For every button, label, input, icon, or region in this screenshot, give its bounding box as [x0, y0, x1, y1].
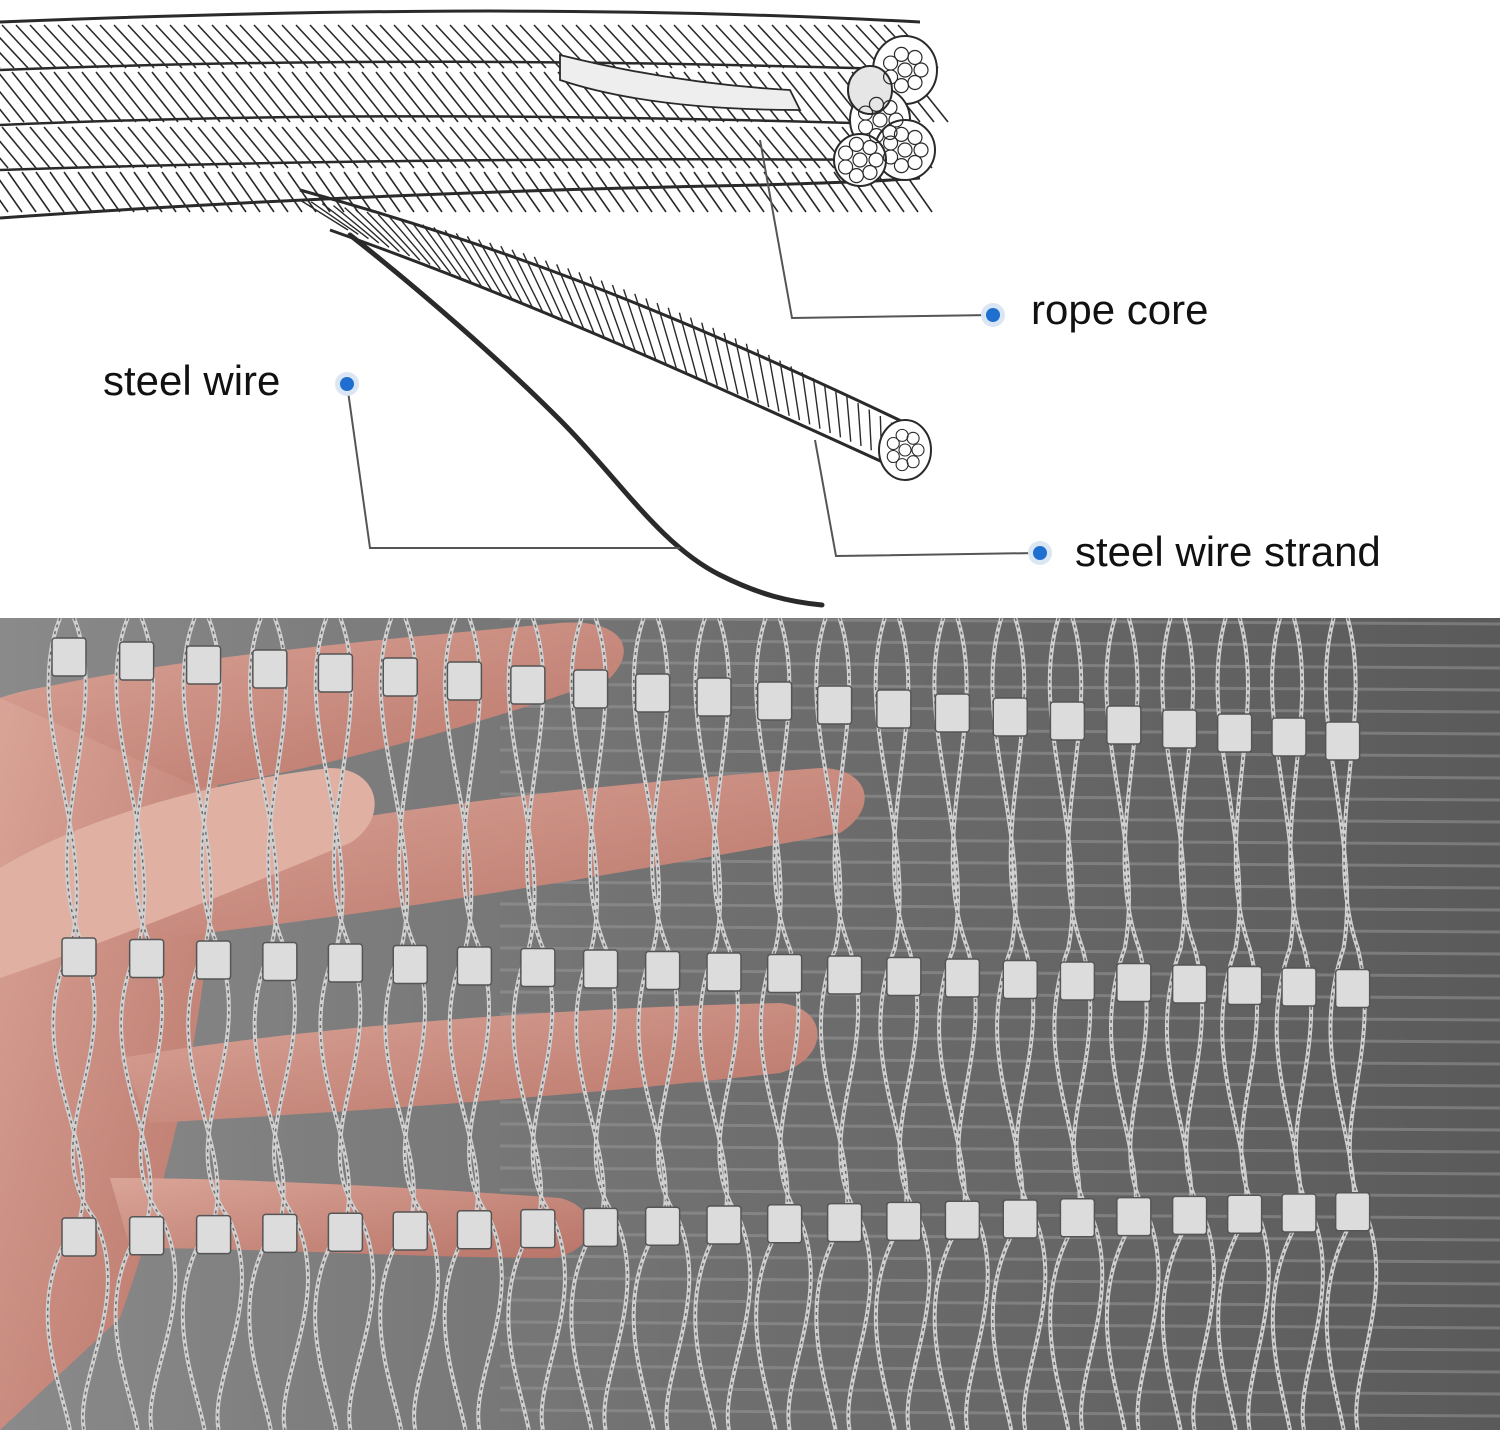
single-steel-wire — [347, 232, 825, 608]
rope-end-wires — [837, 46, 929, 184]
leader-steel-wire-strand — [814, 439, 1039, 558]
thumb — [0, 768, 375, 978]
rope-end — [833, 35, 938, 187]
separated-strand — [299, 188, 932, 481]
label-steel-wire-strand: steel wire strand — [1075, 528, 1381, 575]
label-steel-wire: steel wire — [103, 357, 281, 404]
hand — [0, 622, 865, 1430]
rope-strand-outline-top — [0, 9, 921, 24]
leader-rope-core — [759, 139, 994, 320]
leader-lines — [346, 139, 1039, 558]
mesh-photo — [0, 618, 1500, 1430]
wire-rope-diagram — [0, 0, 1500, 618]
rope-strand-divider-3 — [0, 158, 921, 172]
label-rope-core: rope core — [1031, 286, 1209, 333]
finger-ring — [120, 1003, 818, 1123]
leader-steel-wire — [346, 383, 680, 549]
rope-hatching — [0, 24, 949, 213]
finger-middle — [100, 768, 865, 938]
rope-core-exposed — [559, 53, 802, 111]
wire-mesh — [45, 618, 1379, 1430]
main-rope — [0, 9, 949, 220]
marker-dots — [335, 303, 1052, 565]
